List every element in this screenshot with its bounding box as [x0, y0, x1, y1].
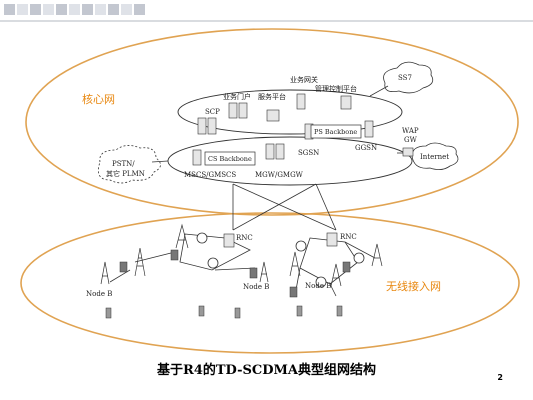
service-portal-label: 业务门户 — [223, 92, 251, 101]
rnc-right-label: RNC — [340, 233, 357, 241]
node-b-mid-label: Node B — [243, 283, 269, 291]
gateway-server-icon — [296, 93, 306, 110]
core-network-ellipse — [25, 28, 519, 216]
portal-server-icon — [228, 102, 238, 119]
wap-gw-icon — [402, 147, 414, 157]
base-station-towers — [100, 223, 383, 287]
ps-backbone-label: PS Backbone — [314, 128, 357, 136]
access-network-ellipse — [20, 212, 520, 354]
rnc-left-label: RNC — [236, 234, 253, 242]
tower-icon — [100, 261, 110, 285]
msc-label: MSCS/GMSCS — [184, 171, 236, 179]
tower-icon — [289, 251, 301, 277]
header-squares — [4, 4, 145, 15]
node-b-left-label: Node B — [86, 290, 112, 298]
switch-circles — [196, 232, 365, 288]
tower-icon — [134, 247, 146, 277]
service-platform-label: 服务平台 — [258, 92, 286, 101]
mgw-server-icon — [265, 143, 275, 160]
wap-label: WAP — [402, 127, 419, 135]
node-b-right-label: Node B — [305, 282, 331, 290]
mgw-label: MGW/GMGW — [255, 171, 304, 179]
internet-label: Internet — [420, 153, 449, 161]
ss7-label: SS7 — [398, 74, 412, 82]
ggsn-server-icon — [364, 120, 374, 138]
node-b-cabinets — [119, 249, 351, 298]
gw-label: GW — [404, 136, 418, 144]
handset-icons — [105, 305, 343, 319]
tower-icon — [330, 263, 342, 287]
msc-server-icon — [192, 149, 202, 166]
tower-icon — [259, 261, 269, 283]
service-layer-ellipse — [177, 89, 403, 135]
ggsn-label: GGSN — [355, 144, 377, 152]
plmn-label: 其它 PLMN — [106, 169, 145, 178]
ps-backbone-box — [310, 124, 362, 139]
cs-backbone-box — [204, 151, 256, 166]
core-servers — [192, 93, 414, 166]
pstn-cloud — [97, 145, 161, 184]
page-number: 2 — [497, 373, 503, 382]
service-gateway-label: 业务网关 — [290, 75, 318, 84]
internet-cloud — [411, 142, 459, 170]
pstn-label: PSTN/ — [112, 160, 135, 168]
tower-icon — [371, 243, 383, 267]
link-lines — [109, 85, 410, 297]
mgmt-platform-label: 管理控制平台 — [315, 84, 357, 93]
rnc-right-icon — [326, 232, 338, 247]
rnc-left-icon — [223, 233, 235, 248]
access-network-label: 无线接入网 — [386, 279, 441, 293]
scp-server-icon — [197, 117, 207, 135]
slide-caption: 基于R4的TD-SCDMA典型组网结构 — [157, 363, 376, 378]
ss7-cloud — [383, 61, 434, 94]
cs-backbone-label: CS Backbone — [208, 155, 252, 163]
sgsn-label: SGSN — [298, 149, 319, 157]
tower-icon — [175, 223, 189, 249]
scp-label: SCP — [205, 108, 220, 116]
platform-server-icon — [266, 109, 280, 122]
mgmt-server-icon — [340, 95, 352, 110]
core-network-label: 核心网 — [82, 92, 115, 106]
